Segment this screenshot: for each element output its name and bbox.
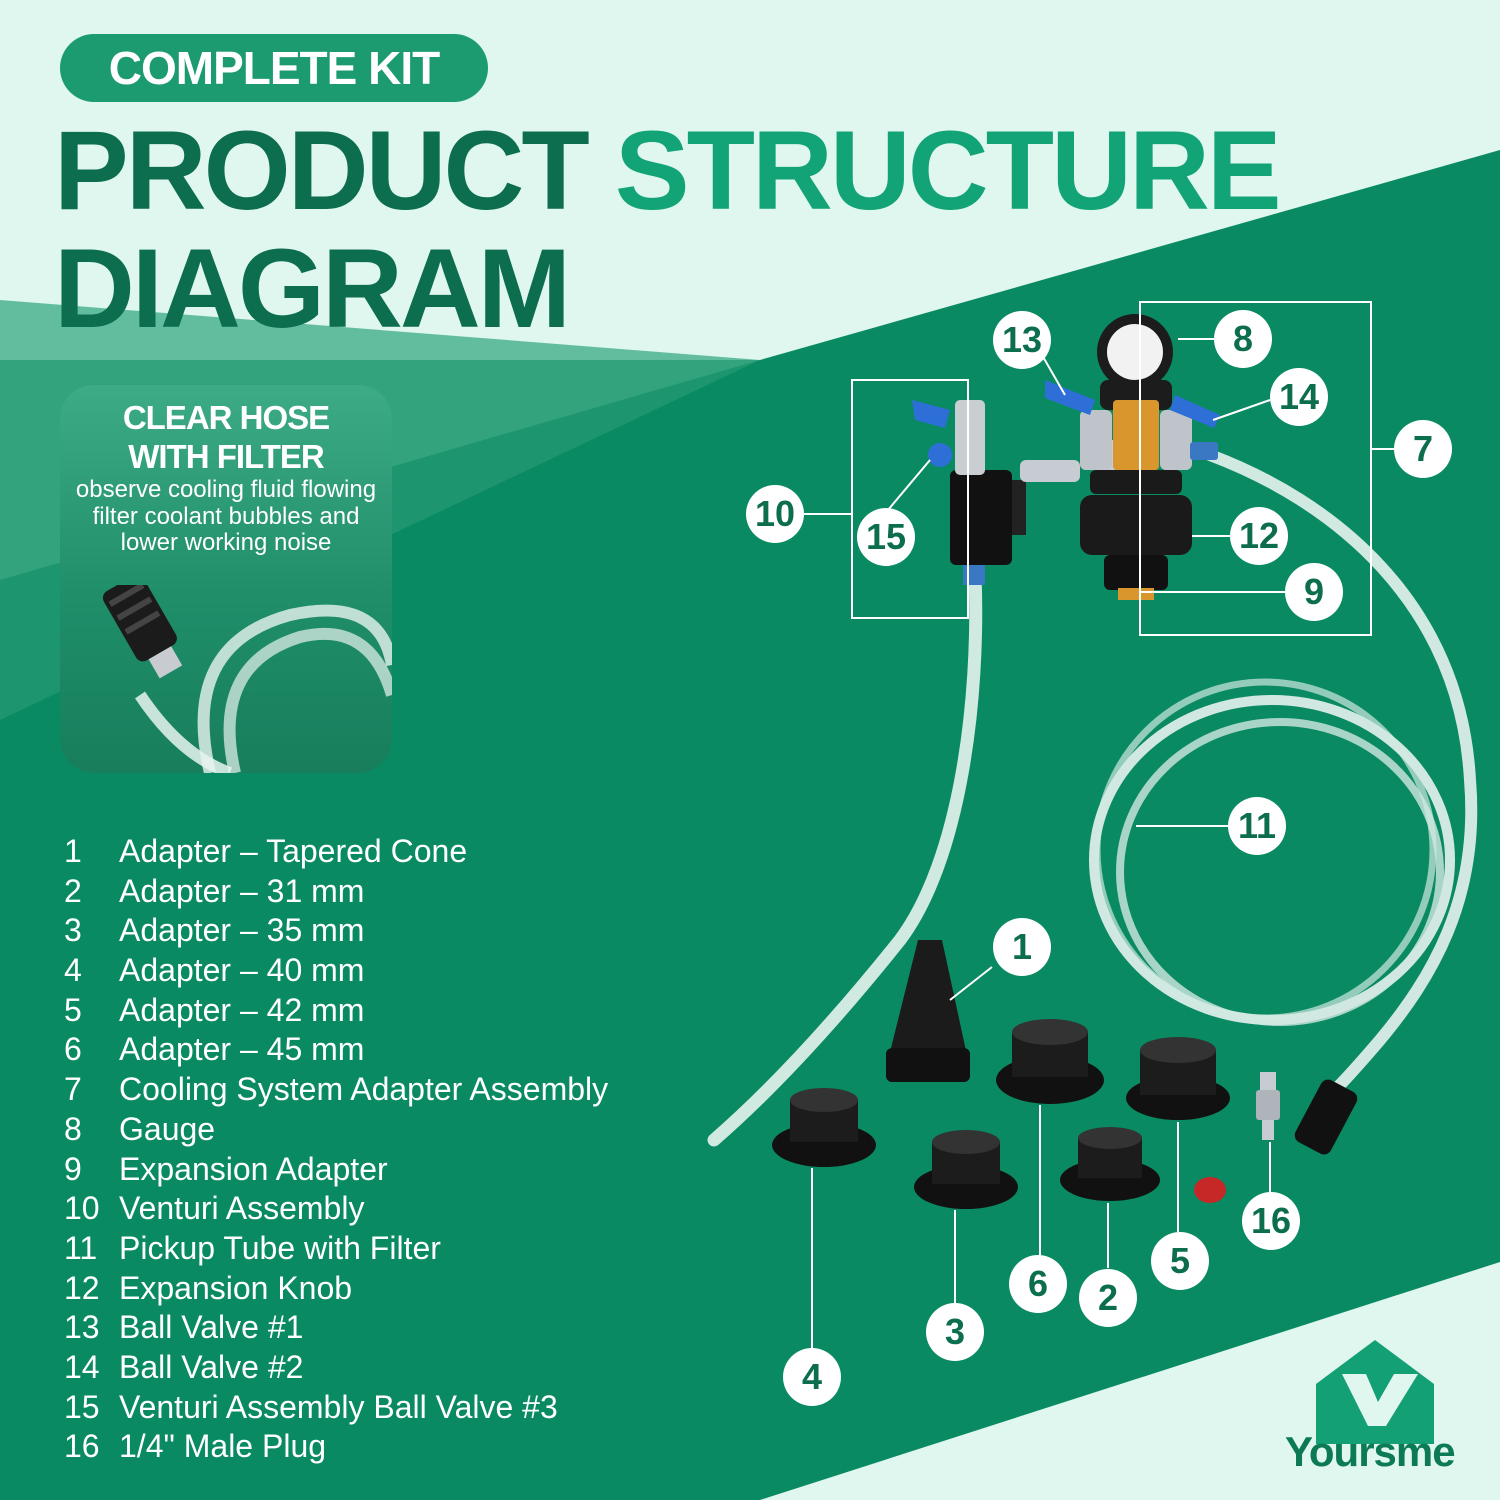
complete-kit-badge: COMPLETE KIT [60,34,488,102]
legend-num: 11 [64,1229,98,1266]
callout-10: 10 [746,485,804,543]
legend-label: Expansion Knob [119,1269,353,1306]
card-desc-line: filter coolant bubbles and [92,502,360,530]
title-diagram: DIAGRAM [54,226,571,351]
brand-name: Yoursme [1285,1428,1456,1475]
title-structure: STRUCTURE [614,108,1282,233]
connector-fitting [1020,460,1080,482]
legend-label: Adapter – Tapered Cone [119,833,468,869]
callout-2: 2 [1079,1269,1137,1327]
callout-8: 8 [1214,310,1272,368]
legend-num: 5 [64,991,82,1028]
adapter-45mm [996,1019,1104,1104]
legend-label: Gauge [119,1110,216,1147]
adapter-42mm [1126,1037,1230,1120]
card-desc-line: lower working noise [120,529,332,556]
clear-hose-feature-card: CLEAR HOSE WITH FILTER observe cooling f… [60,385,392,773]
legend-num: 15 [64,1388,100,1425]
card-title-line1: CLEAR HOSE [122,399,330,436]
legend-label: Adapter – 42 mm [119,991,365,1028]
card-title-line2: WITH FILTER [128,438,325,475]
callout-11: 11 [1228,797,1286,855]
card-description: observe cooling fluid flowing filter coo… [60,476,392,557]
legend-num: 1 [64,833,82,869]
legend-label: Ball Valve #1 [119,1309,304,1346]
legend-num: 12 [64,1269,100,1306]
legend-num: 7 [64,1071,82,1108]
legend-label: 1/4" Male Plug [119,1428,327,1465]
callout-6: 6 [1009,1255,1067,1313]
legend-num: 4 [64,952,82,989]
legend-num: 2 [64,872,82,909]
red-cap [1194,1177,1226,1203]
callout-14: 14 [1270,368,1328,426]
outlet-hose [1204,449,1478,1101]
legend-label: Venturi Assembly Ball Valve #3 [119,1388,558,1425]
callout-15: 15 [857,508,915,566]
venturi-hose [707,568,983,1147]
callout-4: 4 [783,1348,841,1406]
callout-13: 13 [993,311,1051,369]
hoses [707,449,1478,1147]
callout-7: 7 [1394,420,1452,478]
legend-num: 13 [64,1309,100,1346]
legend-num: 14 [64,1348,100,1385]
legend-num: 10 [64,1190,100,1227]
legend-label: Adapter – 31 mm [119,872,365,909]
legend-num: 6 [64,1031,82,1068]
pickup-filter [1294,1079,1358,1155]
legend-label: Adapter – 35 mm [119,912,365,949]
leader-lines [804,301,1394,1348]
callout-12: 12 [1230,507,1288,565]
title-product: PRODUCT [54,108,590,233]
hose-filter-image [102,585,392,773]
legend-num: 8 [64,1110,82,1147]
callout-16: 16 [1242,1192,1300,1250]
legend-label: Adapter – 40 mm [119,952,365,989]
bracket-10 [851,379,969,619]
male-plug [1256,1072,1280,1140]
adapter-40mm [772,1088,876,1167]
legend-num: 9 [64,1150,82,1187]
brand-logo-icon [1316,1340,1434,1444]
card-desc-line: observe cooling fluid flowing [75,476,377,503]
legend-label: Adapter – 45 mm [119,1031,365,1068]
legend-num: 3 [64,912,82,949]
legend-label: Venturi Assembly [119,1190,365,1227]
page-title: PRODUCT STRUCTURE DIAGRAM [54,112,1282,351]
tapered-cone-adapter [886,940,970,1082]
legend-num: 16 [64,1428,100,1465]
callout-3: 3 [926,1303,984,1361]
legend-label: Pickup Tube with Filter [119,1229,441,1266]
legend-label: Expansion Adapter [119,1150,388,1187]
adapter-31mm [1060,1127,1160,1201]
legend-label: Ball Valve #2 [119,1348,304,1385]
adapter-35mm [914,1130,1018,1209]
bracket-7 [1139,301,1372,636]
main-assembly [1045,314,1220,600]
callout-9: 9 [1285,563,1343,621]
legend-label: Cooling System Adapter Assembly [119,1071,609,1108]
callout-1: 1 [993,918,1051,976]
callout-5: 5 [1151,1232,1209,1290]
